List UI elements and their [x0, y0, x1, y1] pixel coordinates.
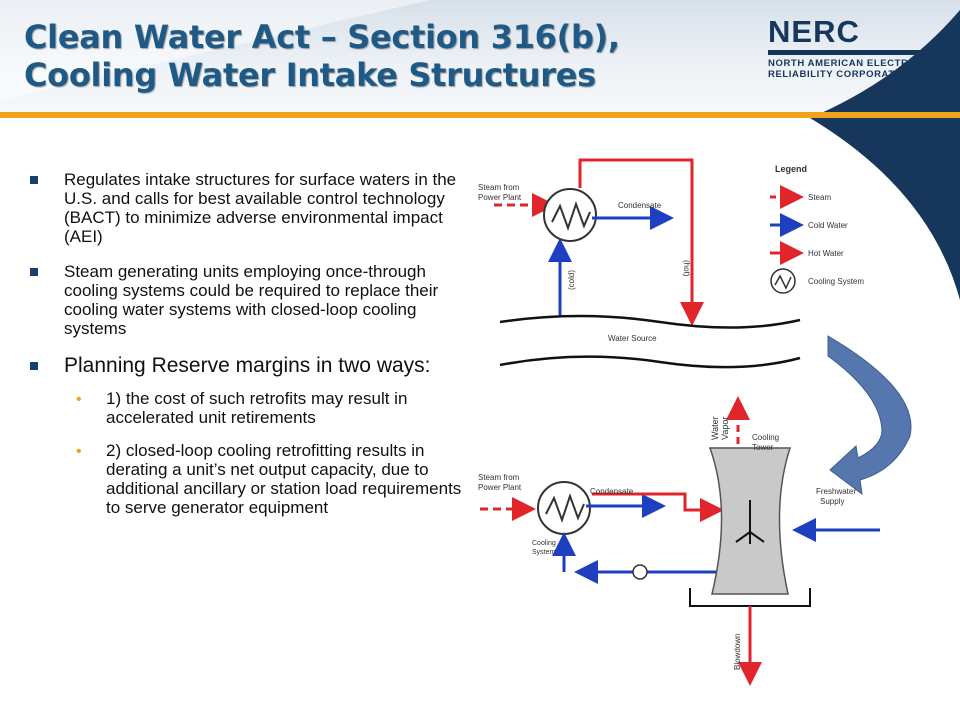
title-swoosh: [0, 0, 430, 100]
hot-water-line: [592, 492, 724, 522]
steam-label-1: Steam from: [478, 183, 520, 192]
water-vapor-label-2: Vapor: [720, 417, 730, 440]
hot-label: (hot): [682, 260, 691, 277]
freshwater-label-2: Supply: [820, 497, 844, 506]
blowdown-label: Blowdown: [733, 634, 742, 670]
curved-arrow-icon: [827, 335, 912, 496]
nerc-logo: NERC NORTH AMERICAN ELECTRIC RELIABILITY…: [768, 16, 948, 80]
logo-subline-2: RELIABILITY CORPORATION: [768, 69, 914, 80]
bullet-text: Regulates intake structures for surface …: [64, 170, 457, 246]
sub-bullet-text: 2) closed-loop cooling retrofitting resu…: [106, 441, 462, 517]
dot-bullet-icon: •: [76, 391, 82, 408]
logo-wordmark: NERC: [768, 14, 860, 49]
cooling-diagram: Steam from Power Plant Condensate (hot) …: [478, 158, 912, 686]
water-vapor-label-1: Water: [710, 416, 720, 440]
bullet-list: Regulates intake structures for surface …: [30, 170, 480, 531]
page-title: Clean Water Act – Section 316(b), Coolin…: [24, 18, 620, 94]
title-line-1: Clean Water Act – Section 316(b),: [24, 18, 620, 56]
legend-steam: Steam: [808, 193, 831, 202]
square-bullet-icon: [30, 362, 38, 370]
condensate-label: Condensate: [590, 487, 634, 496]
legend: Legend Steam Cold Water Hot Water Coolin…: [770, 164, 864, 294]
square-bullet-icon: [30, 176, 38, 184]
navy-corner-graphic: [810, 10, 960, 300]
title-divider: [0, 112, 960, 118]
bullet-item: Planning Reserve margins in two ways:: [30, 354, 480, 377]
water-surface-line: [499, 314, 801, 329]
cooling-system-label-1: Cooling: [532, 540, 556, 547]
steam-label-2: Power Plant: [478, 193, 522, 202]
steam-label-2: Power Plant: [478, 483, 522, 492]
closed-loop-diagram: Steam from Power Plant Condensate Coolin…: [478, 396, 880, 686]
water-bottom-line: [499, 355, 801, 369]
sub-bullet-text: 1) the cost of such retrofits may result…: [106, 389, 408, 427]
legend-hot-water: Hot Water: [808, 249, 844, 258]
cooling-system-label-2: System: [532, 549, 556, 556]
steam-label-1: Steam from: [478, 473, 520, 482]
bullet-item: Regulates intake structures for surface …: [30, 170, 480, 246]
pump-icon: [632, 564, 648, 580]
logo-bar: [768, 50, 944, 55]
cooling-tower-label-2: Tower: [752, 443, 774, 452]
square-bullet-icon: [30, 268, 38, 276]
hot-water-line: [578, 158, 704, 326]
legend-title: Legend: [775, 164, 807, 174]
title-line-2: Cooling Water Intake Structures: [24, 56, 596, 94]
once-through-diagram: Steam from Power Plant Condensate (hot) …: [478, 158, 801, 369]
bullet-text: Planning Reserve margins in two ways:: [64, 354, 431, 377]
water-source-label: Water Source: [608, 334, 657, 343]
legend-cooling-system: Cooling System: [808, 277, 864, 286]
condensate-label: Condensate: [618, 201, 662, 210]
cooling-tower-label-1: Cooling: [752, 433, 779, 442]
logo-subline-1: NORTH AMERICAN ELECTRIC: [768, 58, 920, 69]
sub-bullet-item: • 2) closed-loop cooling retrofitting re…: [30, 441, 480, 517]
dot-bullet-icon: •: [76, 443, 82, 460]
cold-label: (cold): [567, 270, 576, 290]
bullet-item: Steam generating units employing once-th…: [30, 262, 480, 338]
sub-bullet-item: • 1) the cost of such retrofits may resu…: [30, 389, 480, 427]
bullet-text: Steam generating units employing once-th…: [64, 262, 439, 338]
legend-cold-water: Cold Water: [808, 221, 848, 230]
freshwater-label-1: Freshwater: [816, 487, 856, 496]
